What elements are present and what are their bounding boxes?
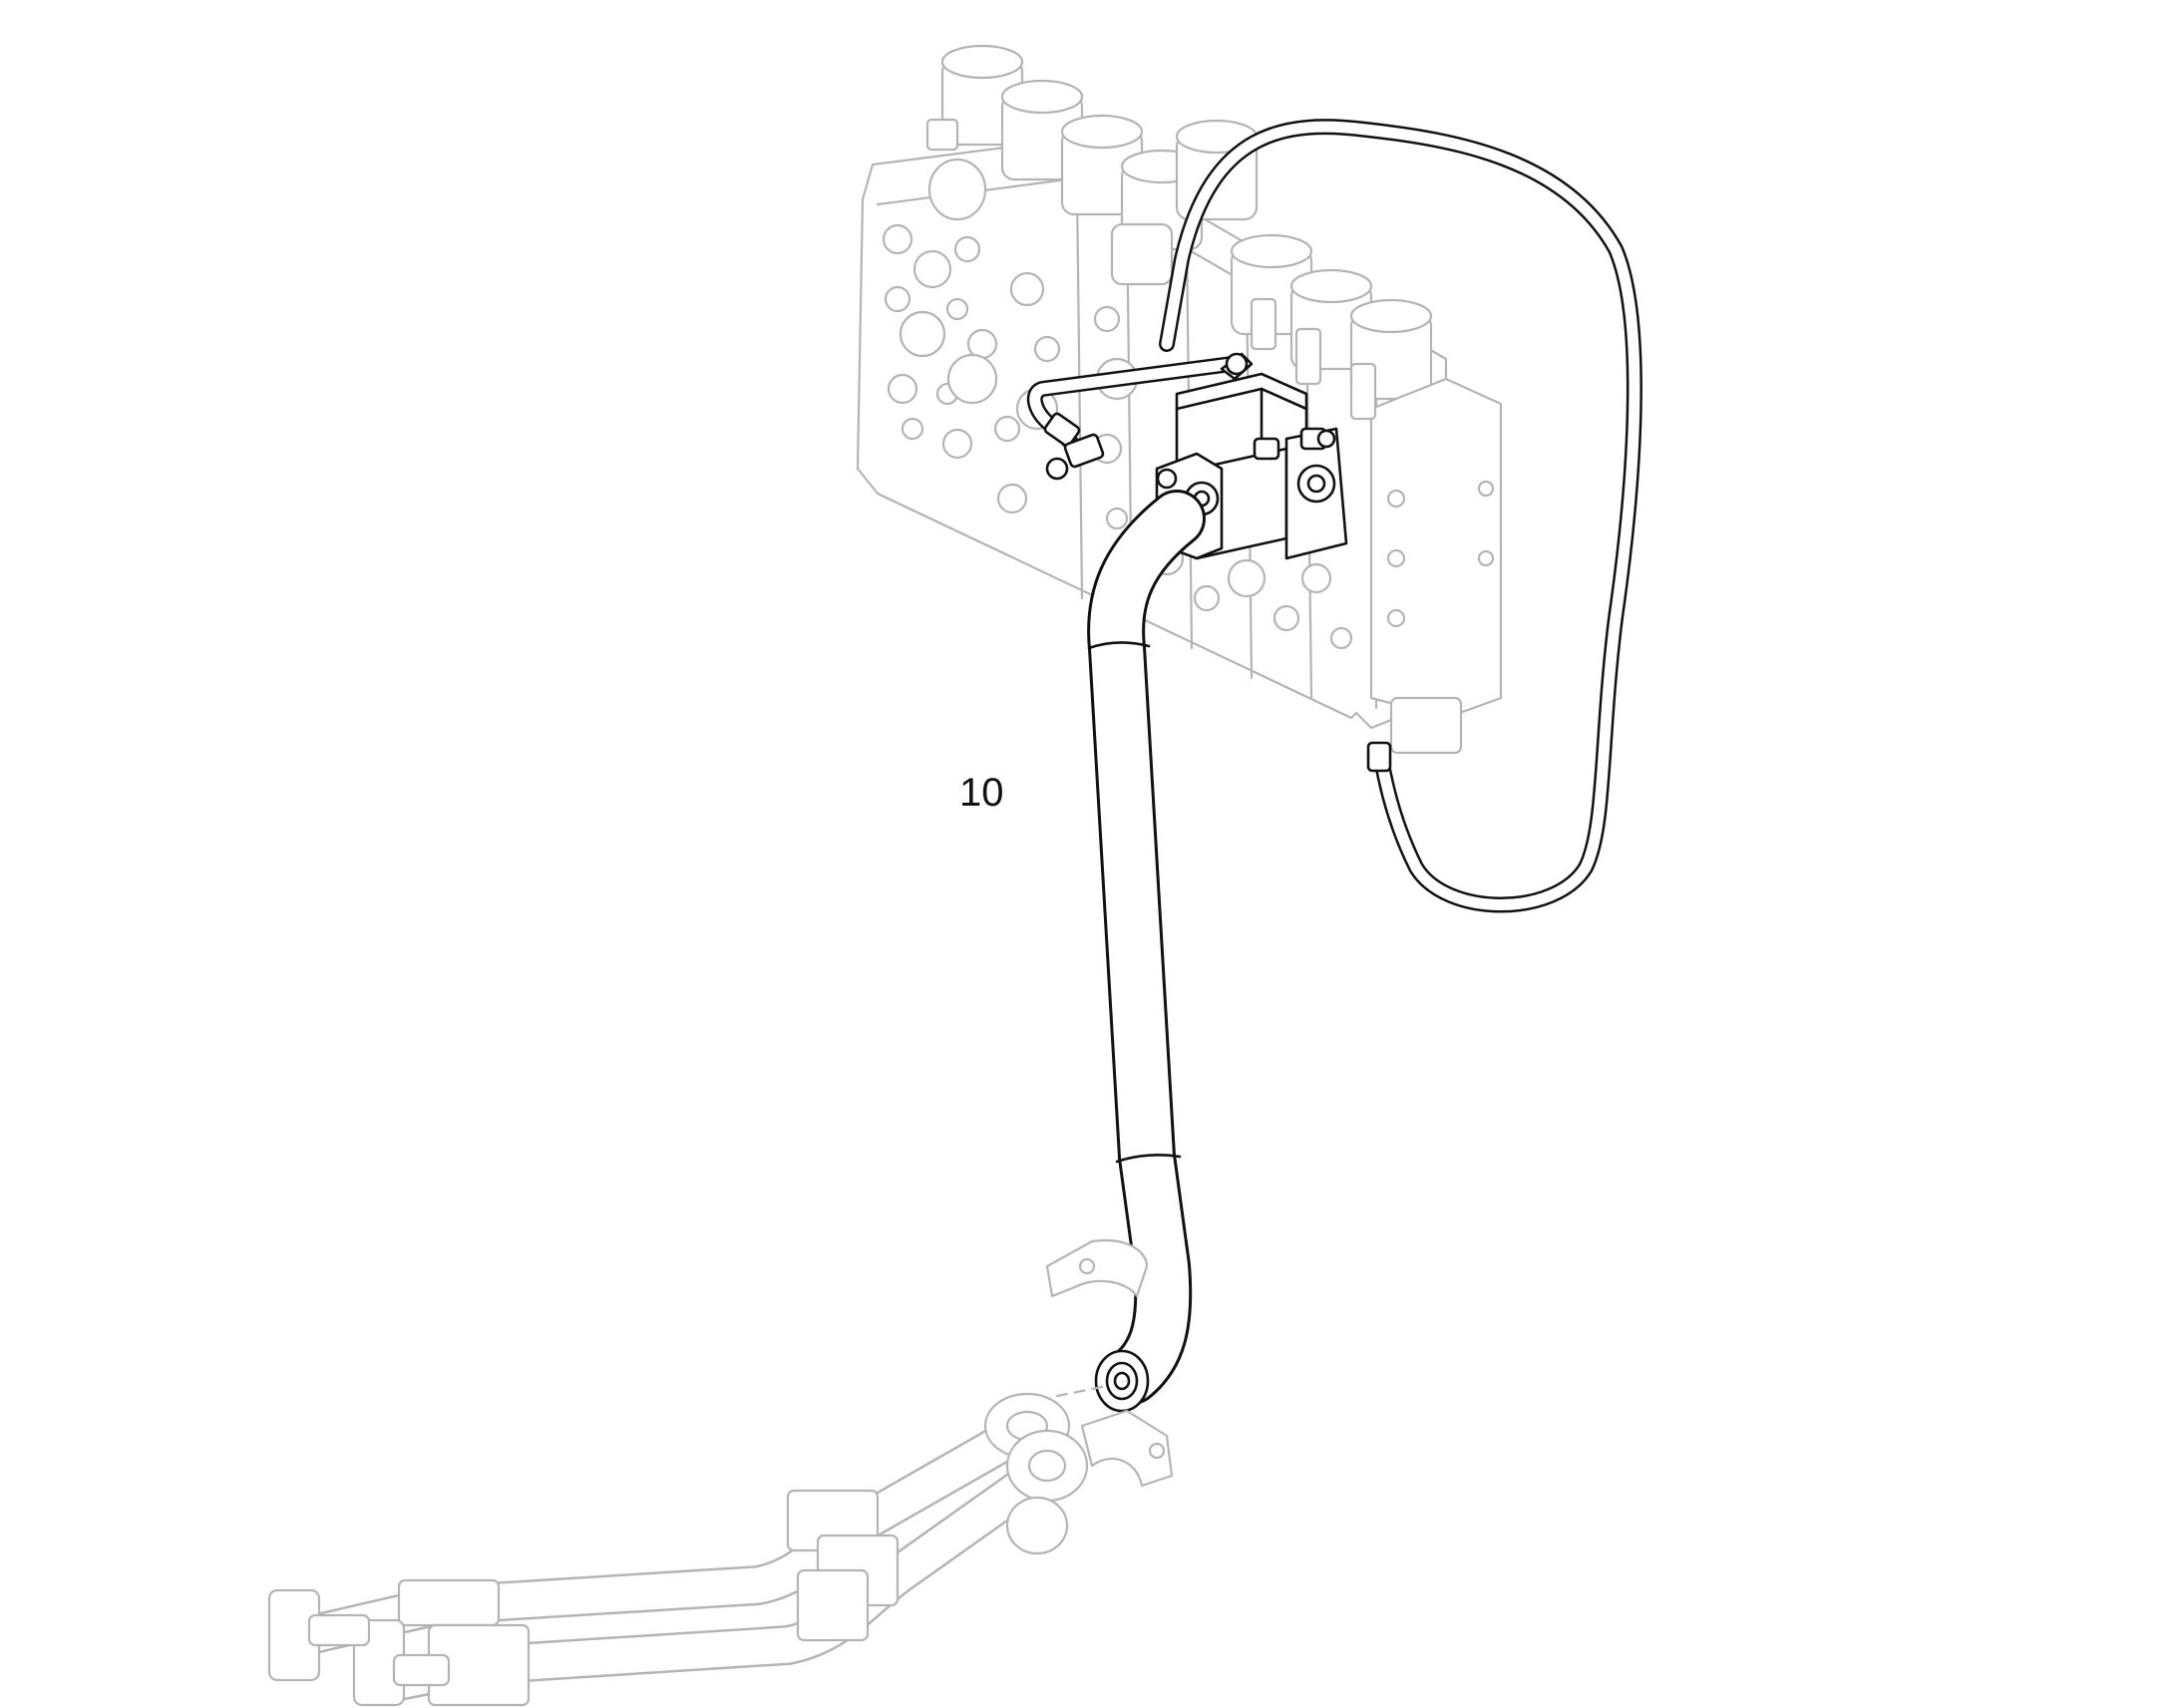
valve-manifold [1155, 352, 1348, 560]
pilot-tube [1026, 356, 1240, 481]
callout-label-10: 10 [959, 771, 1004, 815]
split-flange-halves [1045, 1238, 1174, 1488]
lower-pipe-assembly [267, 1392, 1089, 1707]
main-hose [1087, 490, 1206, 1413]
pilot-hose-loop [1159, 119, 1642, 913]
